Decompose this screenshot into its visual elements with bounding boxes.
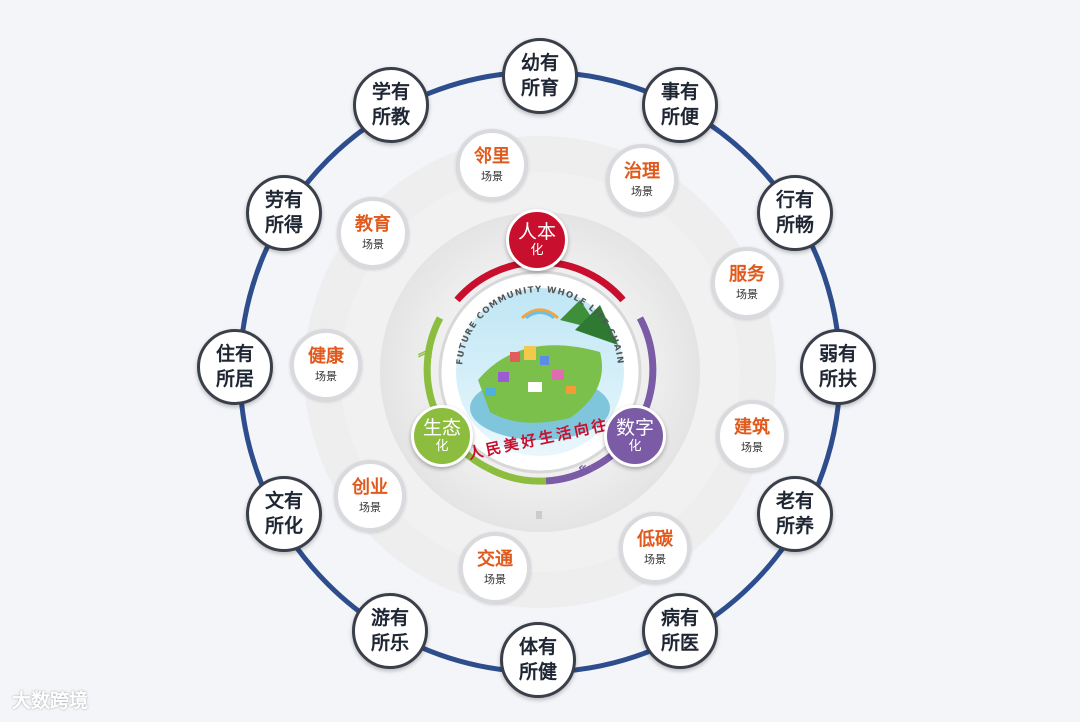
- scene-sub: 场景: [736, 288, 758, 302]
- outer-node-line2: 所养: [776, 514, 814, 539]
- scene-node-entrepreneurship: 创业 场景: [334, 460, 406, 532]
- outer-node-line2: 所化: [265, 514, 303, 539]
- scene-node-governance: 治理 场景: [606, 144, 678, 216]
- scene-sub: 场景: [359, 501, 381, 515]
- outer-node-line1: 弱有: [819, 342, 857, 367]
- outer-node-line1: 学有: [372, 80, 410, 105]
- scene-sub: 场景: [741, 441, 763, 455]
- watermark-text: 大数跨境: [12, 690, 88, 712]
- scene-title: 建筑: [734, 417, 770, 439]
- outer-node-youyousuole: 游有 所乐: [352, 593, 428, 669]
- pillar-label: 生态: [423, 417, 461, 439]
- scene-node-transport: 交通 场景: [459, 532, 531, 604]
- outer-node-line1: 事有: [661, 80, 699, 105]
- pillar-digital: 数字 化: [604, 405, 666, 467]
- scene-title: 创业: [352, 477, 388, 499]
- scene-sub: 场景: [315, 370, 337, 384]
- outer-node-line1: 老有: [776, 489, 814, 514]
- pillar-ecological: 生态 化: [411, 405, 473, 467]
- outer-node-zhuyousuoju: 住有 所居: [197, 329, 273, 405]
- scene-sub: 场景: [644, 553, 666, 567]
- outer-node-tiyousuojian: 体有 所健: [500, 622, 576, 698]
- center-marker: [536, 511, 542, 519]
- scene-sub: 场景: [362, 238, 384, 252]
- outer-node-line2: 所得: [265, 213, 303, 238]
- outer-node-line2: 所教: [372, 105, 410, 130]
- pillar-suffix: 化: [628, 439, 641, 455]
- scene-node-education: 教育 场景: [337, 197, 409, 269]
- outer-node-laoyousuode: 劳有 所得: [246, 175, 322, 251]
- outer-node-line2: 所乐: [371, 631, 409, 656]
- outer-node-line2: 所育: [521, 76, 559, 101]
- scene-node-neighborhood: 邻里 场景: [456, 129, 528, 201]
- scene-sub: 场景: [481, 170, 503, 184]
- outer-node-xueyousuojiao: 学有 所教: [353, 67, 429, 143]
- outer-node-line1: 游有: [371, 606, 409, 631]
- outer-node-ruoyousuofu: 弱有 所扶: [800, 329, 876, 405]
- scene-title: 教育: [355, 214, 391, 236]
- scene-title: 健康: [308, 346, 344, 368]
- scene-node-health: 健康 场景: [290, 329, 362, 401]
- outer-node-line2: 所医: [661, 631, 699, 656]
- outer-node-shiyousuobian: 事有 所便: [642, 67, 718, 143]
- outer-node-xingyousuochang: 行有 所畅: [757, 175, 833, 251]
- outer-node-bingyousuoyi: 病有 所医: [642, 593, 718, 669]
- outer-node-line2: 所扶: [819, 367, 857, 392]
- outer-node-line1: 住有: [216, 342, 254, 367]
- outer-node-line2: 所健: [519, 660, 557, 685]
- outer-node-wenyousuohua: 文有 所化: [246, 476, 322, 552]
- outer-node-line1: 幼有: [521, 51, 559, 76]
- outer-node-line1: 文有: [265, 489, 303, 514]
- scene-node-service: 服务 场景: [711, 247, 783, 319]
- pillar-suffix: 化: [435, 439, 448, 455]
- outer-node-line1: 体有: [519, 635, 557, 660]
- watermark-logo: 大数跨境: [12, 686, 88, 713]
- outer-node-line2: 所畅: [776, 213, 814, 238]
- outer-node-line1: 劳有: [265, 188, 303, 213]
- scene-node-low-carbon: 低碳 场景: [619, 512, 691, 584]
- scene-node-architecture: 建筑 场景: [716, 400, 788, 472]
- outer-node-line2: 所便: [661, 105, 699, 130]
- pillar-label: 人本: [518, 221, 556, 243]
- scene-title: 服务: [729, 264, 765, 286]
- scene-sub: 场景: [484, 573, 506, 587]
- pillar-humanistic: 人本 化: [506, 209, 568, 271]
- pillar-suffix: 化: [530, 243, 543, 259]
- outer-node-line1: 病有: [661, 606, 699, 631]
- pillar-label: 数字: [616, 417, 654, 439]
- scene-title: 交通: [477, 549, 513, 571]
- scene-sub: 场景: [631, 185, 653, 199]
- outer-node-laoyousuoyang: 老有 所养: [757, 476, 833, 552]
- scene-title: 低碳: [637, 529, 673, 551]
- outer-node-youyousuoyu: 幼有 所育: [502, 38, 578, 114]
- outer-node-line2: 所居: [216, 367, 254, 392]
- chevron-up-icon: ︽: [418, 344, 432, 360]
- scene-title: 邻里: [474, 146, 510, 168]
- scene-title: 治理: [624, 161, 660, 183]
- chevron-right-icon: »: [495, 465, 504, 481]
- outer-node-line1: 行有: [776, 188, 814, 213]
